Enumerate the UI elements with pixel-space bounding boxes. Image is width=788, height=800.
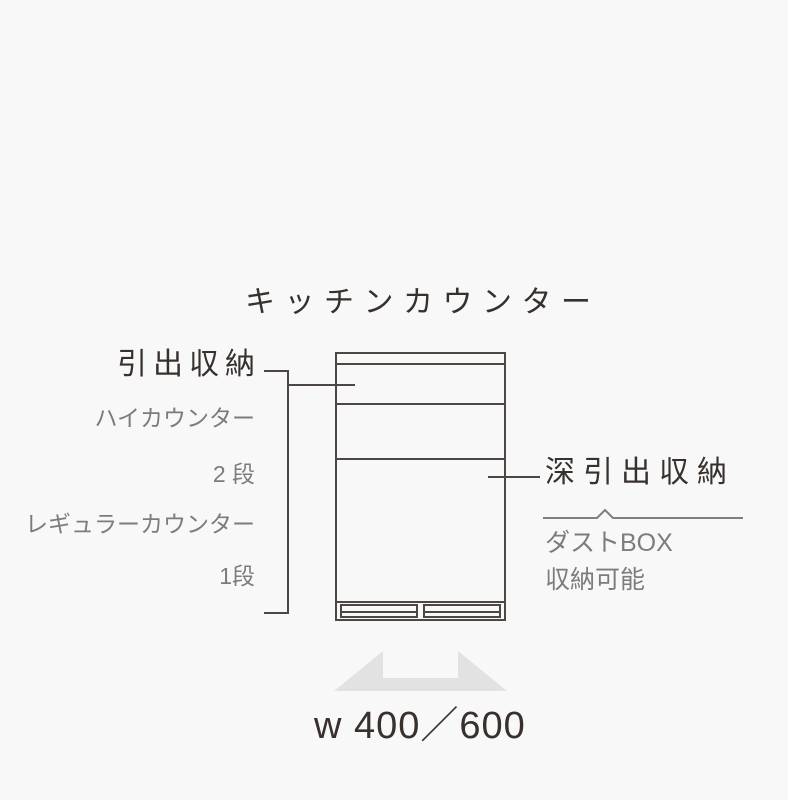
cabinet-outline [335, 352, 506, 621]
left-range-bracket [264, 370, 289, 614]
dust-box-note-line2: 収納可能 [545, 566, 646, 594]
width-dimension-label: w 400／600 [314, 705, 526, 747]
drawer-storage-label: 引出収納 [117, 348, 261, 381]
high-counter-label: ハイカウンター [94, 405, 255, 431]
regular-counter-tiers-label: 1段 [219, 563, 255, 589]
diagram-title: キッチンカウンター [245, 286, 601, 319]
note-divider-line [543, 508, 743, 519]
high-counter-tiers-label: 2 段 [212, 461, 255, 487]
dust-box-note-line1: ダストBOX [545, 529, 673, 557]
width-arrow-icon [334, 651, 507, 691]
deep-drawer-storage-label: 深引出収納 [545, 456, 735, 489]
regular-counter-label: レギュラーカウンター [25, 511, 255, 537]
